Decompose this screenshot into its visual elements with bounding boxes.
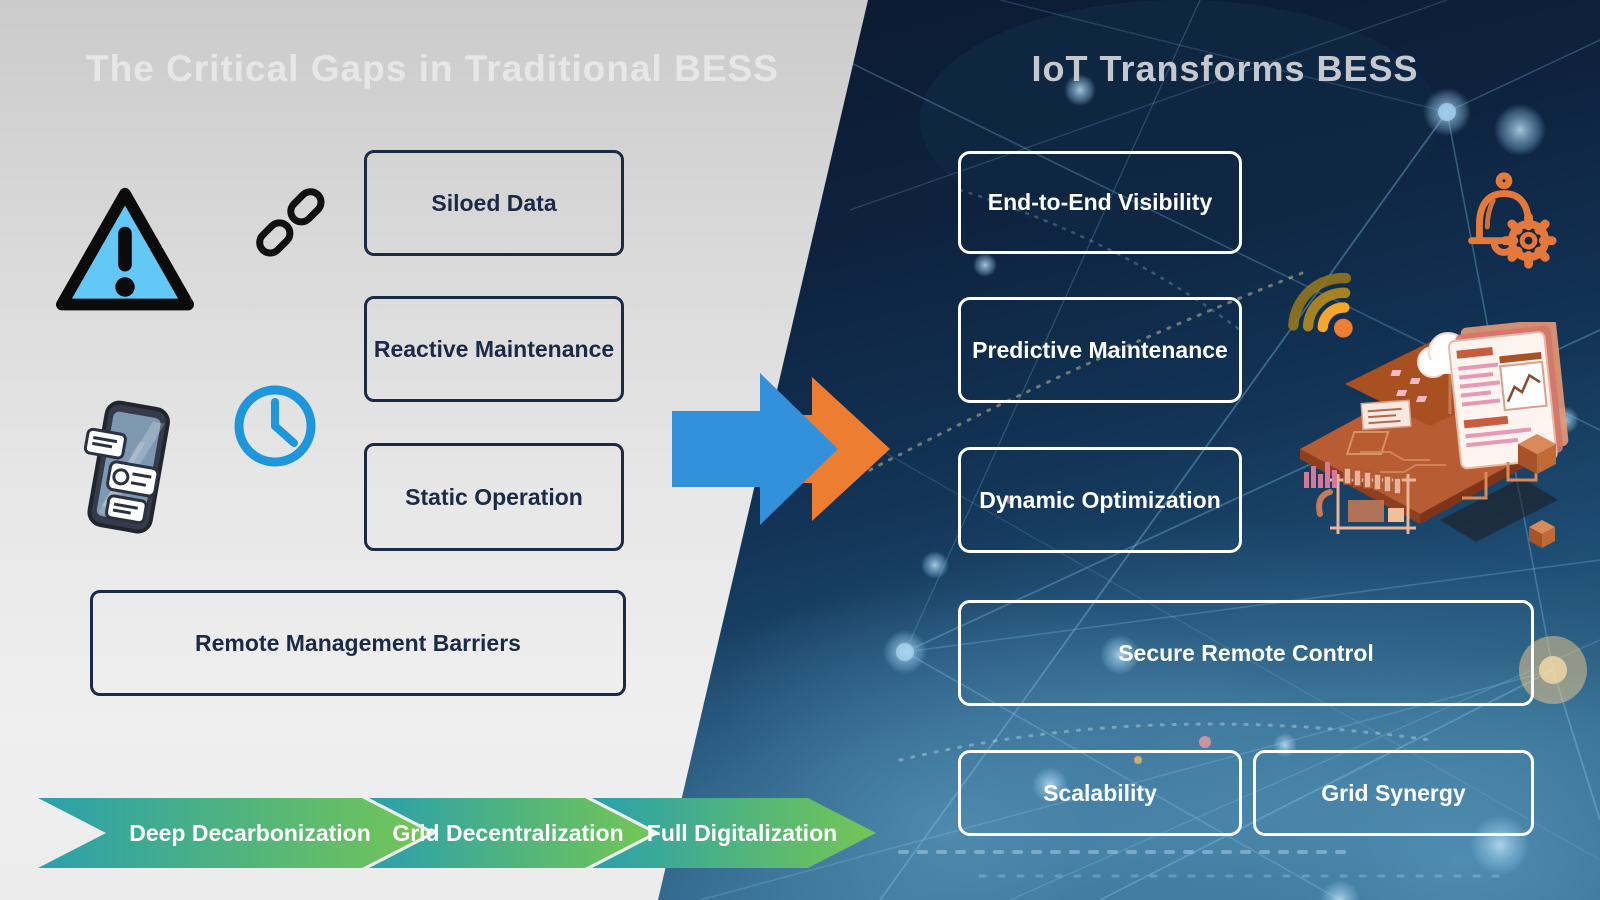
gap-box-remote-management-barriers: Remote Management Barriers (90, 590, 626, 696)
iot-box-label: Grid Synergy (1321, 779, 1466, 806)
iot-box-end-to-end-visibility: End-to-End Visibility (958, 151, 1242, 254)
gap-box-siloed-data: Siloed Data (364, 150, 624, 256)
iot-box-grid-synergy: Grid Synergy (1253, 750, 1534, 836)
chevron-label: Deep Decarbonization (129, 820, 371, 846)
chevron-full-digitalization: Full Digitalization (592, 798, 876, 868)
warning-triangle-icon (55, 187, 194, 311)
gap-box-static-operation: Static Operation (364, 443, 624, 551)
double-arrow-right-icon (672, 373, 890, 525)
chevron-grid-decentralization: Grid Decentralization (369, 798, 653, 868)
energy-trend-chevrons: Deep Decarbonization Grid Decentralizati… (38, 798, 876, 868)
broken-chain-icon (256, 188, 325, 257)
iot-box-label: Scalability (1043, 779, 1157, 806)
gap-box-label: Reactive Maintenance (373, 335, 615, 362)
clock-icon (234, 385, 316, 467)
chevron-deep-decarbonization: Deep Decarbonization (38, 798, 430, 868)
gap-box-reactive-maintenance: Reactive Maintenance (364, 296, 624, 402)
left-panel-title: The Critical Gaps in Traditional BESS (86, 48, 779, 89)
iot-box-scalability: Scalability (958, 750, 1242, 836)
iot-box-label: Secure Remote Control (1118, 639, 1374, 666)
chevron-label: Grid Decentralization (392, 820, 623, 846)
gap-box-label: Siloed Data (431, 189, 557, 216)
chevron-label: Full Digitalization (647, 820, 837, 846)
gap-box-label: Static Operation (405, 483, 583, 510)
gap-box-label: Remote Management Barriers (195, 629, 521, 656)
iot-box-dynamic-optimization: Dynamic Optimization (958, 447, 1242, 553)
iot-box-predictive-maintenance: Predictive Maintenance (958, 297, 1242, 403)
iot-box-secure-remote-control: Secure Remote Control (958, 600, 1534, 706)
iot-box-label: End-to-End Visibility (987, 189, 1213, 215)
iot-box-label: Dynamic Optimization (979, 486, 1221, 513)
iot-isometric-illustration (1300, 322, 1569, 548)
mobile-phone-icon (83, 400, 170, 534)
right-panel-title: IoT Transforms BESS (1031, 48, 1419, 89)
iot-box-label: Predictive Maintenance (972, 336, 1228, 363)
wifi-icon (1288, 272, 1353, 338)
bell-gear-icon (1468, 172, 1557, 269)
